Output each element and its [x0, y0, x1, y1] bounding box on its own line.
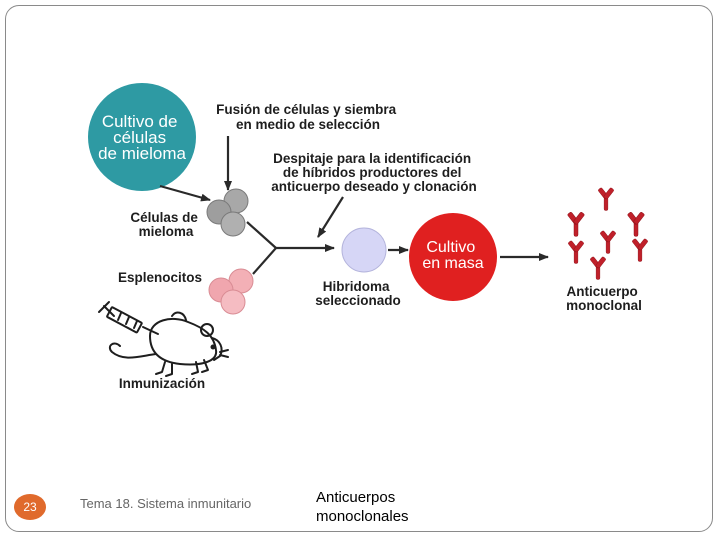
fusion-note-line-2: en medio de selección: [236, 117, 380, 132]
mass-culture-label-2: en masa: [422, 255, 483, 272]
svg-text:Células de mieloma: Células de mieloma: [130, 210, 201, 239]
svg-text:Hibridoma seleccionado: Hibridoma seleccionado: [315, 279, 401, 308]
myeloma-cells-label-2: mieloma: [139, 224, 194, 239]
hybridoma-cell: [341, 227, 387, 273]
svg-text:Cultivo en masa: Cultivo en masa: [422, 239, 483, 272]
svg-text:Anticuerpo monoclonal: Anticuerpo monoclonal: [566, 284, 642, 313]
monoclonal-antibodies: [567, 187, 648, 280]
mass-culture-label-1: Cultivo: [426, 239, 475, 256]
myeloma-cells: [206, 188, 249, 237]
hybridoma-label-2: seleccionado: [315, 293, 401, 308]
svg-text:Cultivo de células de: Cultivo de células de mieloma: [98, 112, 186, 163]
slide-number-badge: 23: [14, 494, 46, 520]
antibody-3: [627, 212, 645, 237]
splenocytes-cells: [208, 268, 254, 315]
immunization-label: Inmunización: [119, 376, 205, 391]
footer-slide-title-line-1: Anticuerpos: [316, 489, 396, 506]
mass-culture-circle: [409, 213, 497, 301]
syringe-icon: [98, 301, 159, 335]
fusion-convergence-lines: [246, 221, 278, 275]
myeloma-culture-circle: [88, 83, 196, 191]
antibody-1: [598, 187, 614, 211]
svg-text:Fusión de células y siembra: Fusión de células y siembra en medio de …: [216, 102, 400, 132]
mouse-icon: [108, 311, 229, 377]
myeloma-culture-label-3: de mieloma: [98, 144, 186, 163]
myeloma-culture-label-2: células: [113, 128, 166, 147]
splenocytes-label: Esplenocitos: [118, 270, 202, 285]
screening-note-line-2: de híbridos productores del: [283, 165, 462, 180]
antibody-4: [600, 230, 616, 254]
antibody-7: [590, 256, 606, 280]
antibody-6: [632, 238, 648, 262]
myeloma-culture-label-1: Cultivo de: [102, 112, 178, 131]
culture-to-cells-arrow: [159, 184, 211, 202]
mouse-with-syringe-illustration: [98, 301, 229, 377]
fusion-note-line-1: Fusión de células y siembra: [216, 102, 397, 117]
myeloma-cells-label-1: Células de: [130, 210, 198, 225]
antibody-5: [568, 240, 584, 264]
footer-slide-title: Anticuerpos monoclonales: [316, 488, 476, 526]
antibody-label-1: Anticuerpo: [566, 284, 637, 299]
footer-slide-title-line-2: monoclonales: [316, 508, 409, 525]
svg-text:Despitaje para la identificaci: Despitaje para la identificación de híbr…: [271, 151, 477, 194]
footer-topic: Tema 18. Sistema inmunitario: [80, 496, 252, 511]
hybridoma-label-1: Hibridoma: [323, 279, 390, 294]
antibody-label-2: monoclonal: [566, 298, 642, 313]
antibody-2: [567, 212, 585, 237]
screening-note-line-1: Despitaje para la identificación: [273, 151, 471, 166]
screening-note-line-3: anticuerpo deseado y clonación: [271, 179, 477, 194]
screening-arrow: [317, 196, 344, 238]
